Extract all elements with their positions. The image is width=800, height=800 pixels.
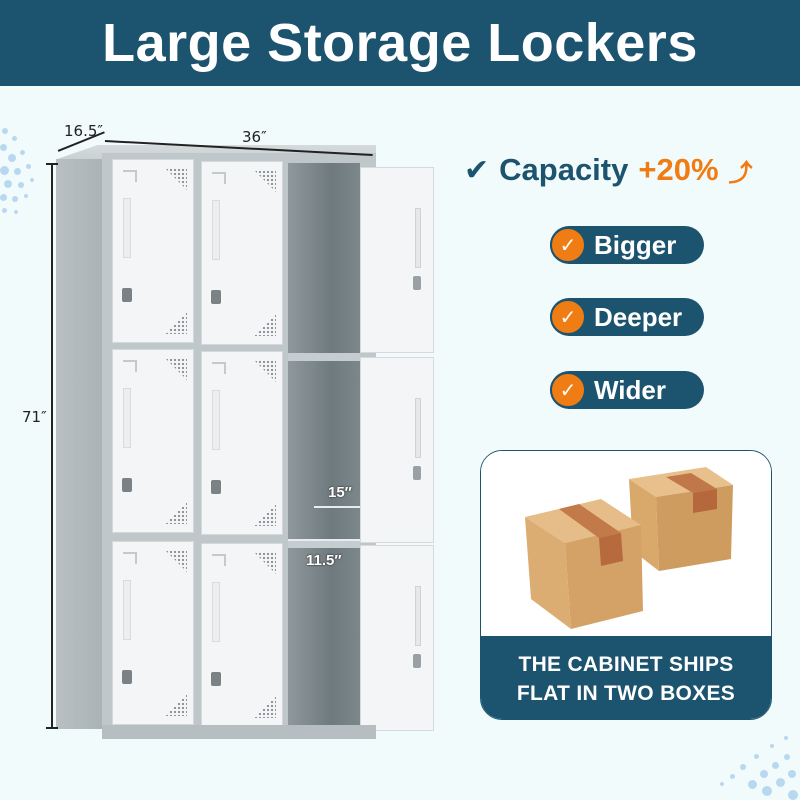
- key-lock-icon: [413, 276, 421, 290]
- width-label: 36″: [242, 128, 267, 146]
- hook-icon: [212, 362, 226, 374]
- handle-icon: [415, 586, 421, 646]
- shipping-info-card: THE CABINET SHIPS FLAT IN TWO BOXES: [480, 450, 772, 720]
- feature-badge-deeper: ✓ Deeper: [550, 298, 704, 336]
- vent-holes: [165, 358, 187, 380]
- locker-shelf: [288, 353, 360, 361]
- vent-holes: [165, 694, 187, 716]
- feature-label: Bigger: [594, 229, 677, 260]
- locker-door-r2c1[interactable]: [112, 349, 194, 533]
- hook-icon: [123, 170, 137, 182]
- capacity-label: Capacity: [499, 152, 629, 187]
- locker-door-open-r3[interactable]: [360, 545, 434, 731]
- locker-interior: [288, 163, 360, 728]
- shipping-caption: THE CABINET SHIPS FLAT IN TWO BOXES: [481, 636, 771, 719]
- decorative-dots-right: [700, 720, 800, 800]
- vent-holes: [254, 360, 276, 382]
- key-lock-icon: [413, 466, 421, 480]
- height-dimension-line: [51, 163, 53, 728]
- vent-slot: [123, 198, 131, 258]
- compartment-width-line: [288, 539, 360, 541]
- hook-icon: [212, 172, 226, 184]
- vent-holes: [254, 696, 276, 718]
- locker-door-r1c1[interactable]: [112, 159, 194, 343]
- check-circle-icon: ✓: [550, 227, 586, 263]
- locker-base: [102, 725, 376, 739]
- vent-holes: [254, 504, 276, 526]
- vent-slot: [123, 388, 131, 448]
- locker-shelf: [288, 540, 360, 548]
- key-lock-icon: [211, 290, 221, 304]
- shipping-line-1: THE CABINET SHIPS: [518, 652, 734, 676]
- depth-label: 16.5″: [64, 122, 104, 140]
- key-lock-icon: [211, 672, 221, 686]
- hook-icon: [123, 552, 137, 564]
- locker-door-r3c2[interactable]: [201, 543, 283, 727]
- feature-label: Wider: [594, 374, 666, 405]
- compartment-width-label: 11.5″: [306, 552, 342, 569]
- cardboard-boxes-image: [481, 451, 771, 636]
- vent-holes: [254, 314, 276, 336]
- vent-slot: [212, 200, 220, 260]
- feature-badge-bigger: ✓ Bigger: [550, 226, 704, 264]
- handle-icon: [415, 398, 421, 458]
- locker-door-r2c2[interactable]: [201, 351, 283, 535]
- page-title: Large Storage Lockers: [102, 13, 698, 73]
- capacity-headline: ✔ Capacity +20% ⤴: [464, 152, 753, 188]
- arrow-up-icon: ⤴: [728, 159, 753, 187]
- compartment-height-label: 15″: [328, 484, 352, 501]
- header-banner: Large Storage Lockers: [0, 0, 800, 86]
- feature-badge-wider: ✓ Wider: [550, 371, 704, 409]
- locker-door-open-r1[interactable]: [360, 167, 434, 353]
- key-lock-icon: [122, 478, 132, 492]
- locker-door-open-r2[interactable]: [360, 357, 434, 543]
- feature-label: Deeper: [594, 301, 683, 332]
- capacity-value: +20%: [638, 152, 719, 187]
- key-lock-icon: [122, 670, 132, 684]
- key-lock-icon: [122, 288, 132, 302]
- check-circle-icon: ✓: [550, 372, 586, 408]
- locker-door-r3c1[interactable]: [112, 541, 194, 725]
- key-lock-icon: [413, 654, 421, 668]
- locker-door-r1c2[interactable]: [201, 161, 283, 345]
- shipping-line-2: FLAT IN TWO BOXES: [516, 681, 736, 705]
- vent-slot: [212, 390, 220, 450]
- handle-icon: [415, 208, 421, 268]
- locker-side: [56, 159, 102, 729]
- hook-icon: [123, 360, 137, 372]
- vent-holes: [165, 502, 187, 524]
- check-circle-icon: ✓: [550, 299, 586, 335]
- vent-holes: [165, 168, 187, 190]
- vent-holes: [254, 552, 276, 574]
- key-lock-icon: [211, 480, 221, 494]
- cardboard-box-icon: [525, 467, 733, 629]
- compartment-height-line: [314, 506, 360, 508]
- vent-slot: [123, 580, 131, 640]
- height-label: 71″: [22, 408, 47, 426]
- hook-icon: [212, 554, 226, 566]
- vent-holes: [165, 312, 187, 334]
- vent-holes: [254, 170, 276, 192]
- height-dimension-cap: [46, 163, 58, 165]
- check-icon: ✔: [464, 153, 490, 187]
- locker-illustration: [56, 145, 434, 740]
- vent-slot: [212, 582, 220, 642]
- height-dimension-cap: [46, 727, 58, 729]
- vent-holes: [165, 550, 187, 572]
